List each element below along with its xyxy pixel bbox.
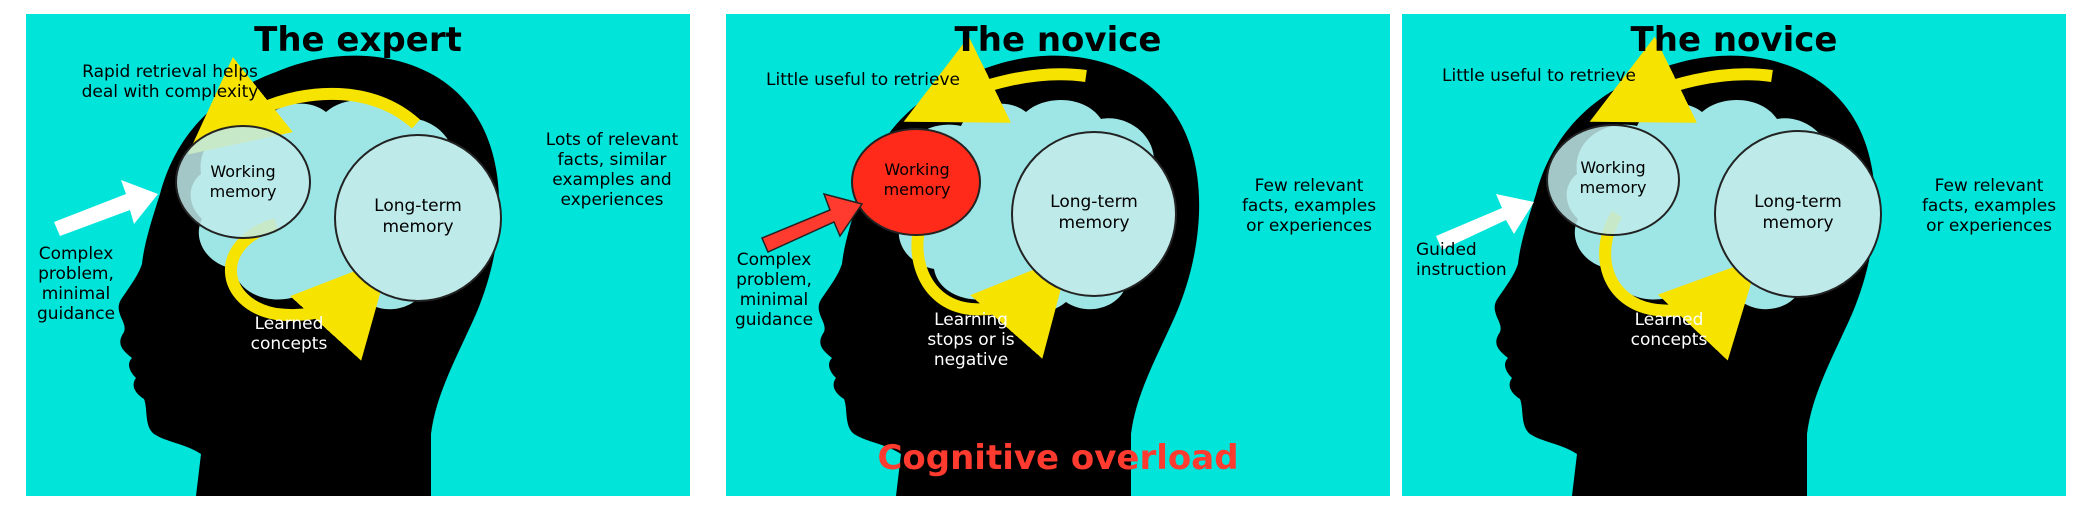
- head-diagram: [761, 36, 1200, 496]
- panel-novice-guided: The novice Little useful to retrieve Wor…: [1402, 14, 2066, 496]
- input-label: Guided instruction: [1416, 240, 1507, 280]
- working-memory-circle: [1546, 124, 1680, 236]
- long-term-memory-circle: [1011, 131, 1177, 297]
- input-label: Complex problem, minimal guidance: [36, 244, 116, 324]
- retrieval-arrow: [187, 57, 420, 155]
- working-memory-circle: [175, 125, 311, 239]
- working-memory-circle: [851, 128, 981, 236]
- top-label: Rapid retrieval helps deal with complexi…: [81, 62, 259, 102]
- panel-title: The novice: [954, 20, 1162, 60]
- input-arrow: [761, 192, 864, 253]
- right-label: Few relevant facts, examples or experien…: [1921, 176, 2057, 236]
- input-arrow: [54, 180, 158, 236]
- retrieval-arrow: [903, 36, 1087, 123]
- top-label: Little useful to retrieve: [1442, 66, 1636, 86]
- working-memory-label: Working memory: [883, 160, 951, 199]
- panel-novice-overload: The novice Little useful to retrieve Wor…: [726, 14, 1390, 496]
- cognitive-overload-label: Cognitive overload: [877, 438, 1239, 478]
- bottom-label: Learned concepts: [1630, 310, 1708, 350]
- working-memory-label: Working memory: [209, 162, 277, 201]
- panel-title: The novice: [1630, 20, 1838, 60]
- head-diagram: [1436, 36, 1882, 496]
- right-label: Lots of relevant facts, similar examples…: [545, 130, 679, 210]
- long-term-memory-label: Long-term memory: [1754, 192, 1842, 233]
- panel-expert: The expert Rapid retrieval helps deal wi…: [26, 14, 690, 496]
- long-term-memory-label: Long-term memory: [1050, 192, 1138, 233]
- bottom-label: Learned concepts: [250, 314, 328, 354]
- long-term-memory-circle: [1714, 130, 1882, 298]
- input-label: Complex problem, minimal guidance: [734, 250, 814, 330]
- long-term-memory-label: Long-term memory: [374, 196, 462, 237]
- learned-concepts-arrow: [1599, 210, 1759, 361]
- retrieval-arrow: [1589, 36, 1773, 123]
- panel-title: The expert: [254, 20, 462, 60]
- long-term-memory-circle: [334, 134, 502, 302]
- learning-arrow: [911, 206, 1070, 359]
- right-label: Few relevant facts, examples or experien…: [1241, 176, 1377, 236]
- top-label: Little useful to retrieve: [766, 70, 960, 90]
- head-diagram: [54, 55, 502, 496]
- learned-concepts-arrow: [225, 218, 391, 361]
- working-memory-label: Working memory: [1579, 158, 1647, 197]
- bottom-label: Learning stops or is negative: [927, 310, 1015, 370]
- input-arrow: [1436, 194, 1534, 250]
